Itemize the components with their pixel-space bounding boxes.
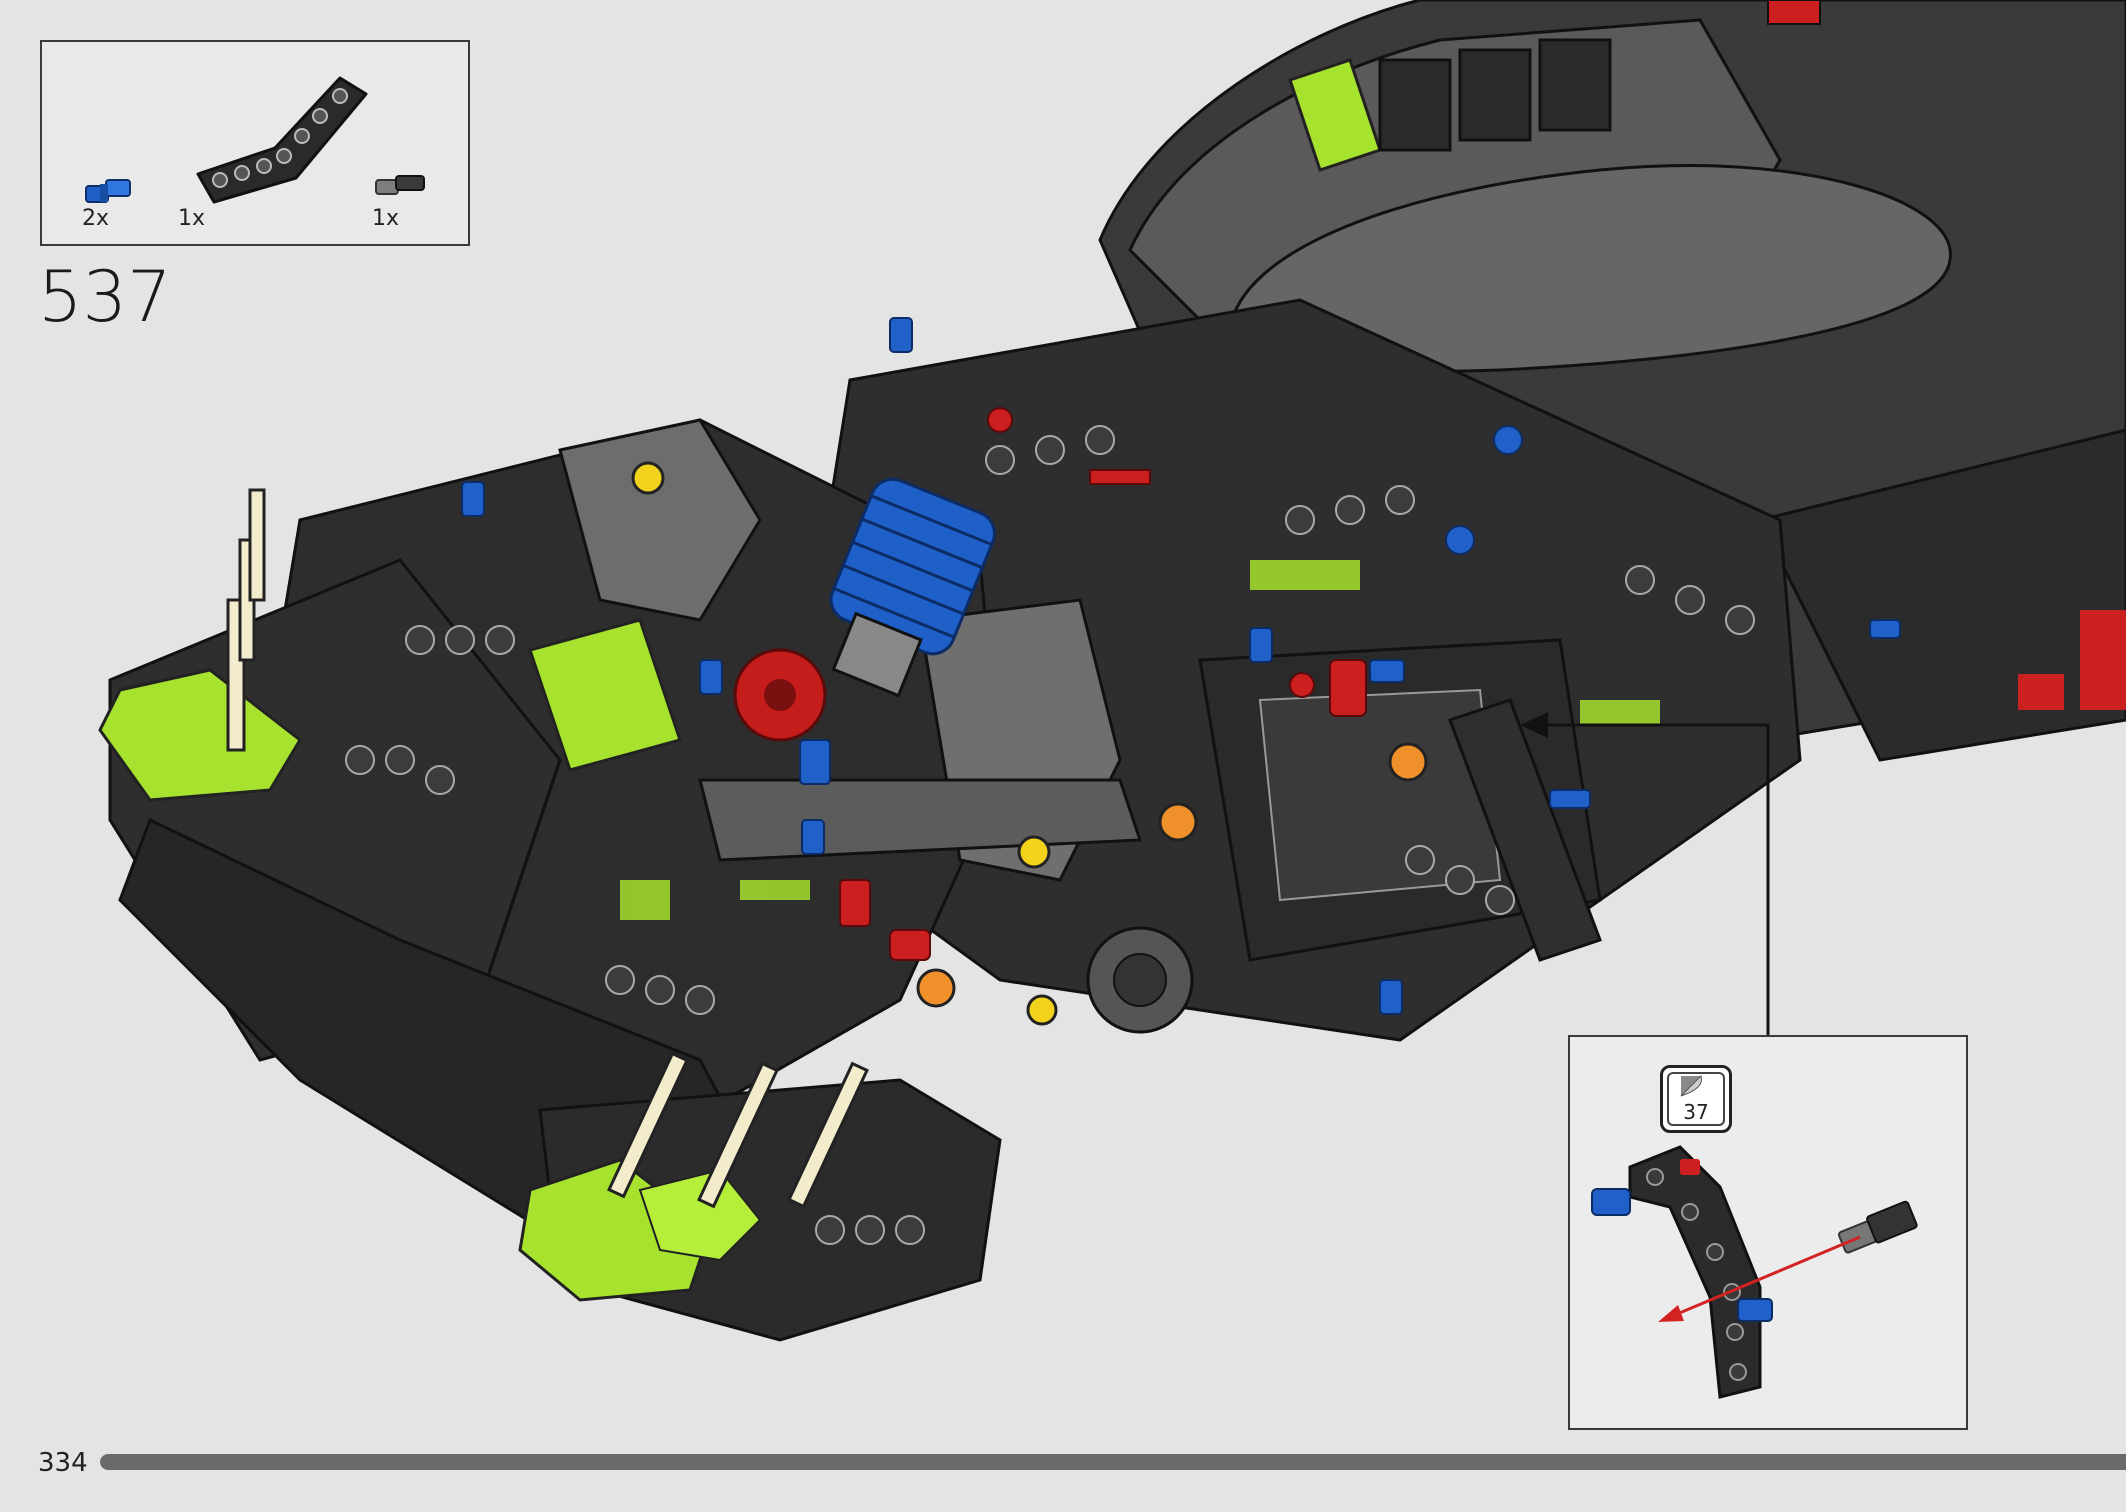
part-quantity: 2x xyxy=(82,206,110,231)
progress-bar-fill xyxy=(100,1454,2126,1470)
sticker-sheet-icon: 37 xyxy=(1660,1065,1732,1133)
black-bent-beam-icon xyxy=(180,62,380,216)
part-quantity: 1x xyxy=(178,206,206,231)
progress-bar xyxy=(100,1454,2126,1470)
sticker-number: 37 xyxy=(1683,1100,1709,1124)
grey-axle-connector-icon xyxy=(372,168,432,206)
sub-step-callout: 37 xyxy=(1568,1035,1968,1430)
blue-axle-pin-icon xyxy=(82,170,134,214)
part-quantity: 1x xyxy=(372,206,400,231)
parts-list-box: 2x 1x 1x xyxy=(40,40,470,246)
step-number: 537 xyxy=(38,256,172,338)
page-number: 334 xyxy=(38,1448,88,1478)
callout-illustration xyxy=(1591,1145,1918,1399)
